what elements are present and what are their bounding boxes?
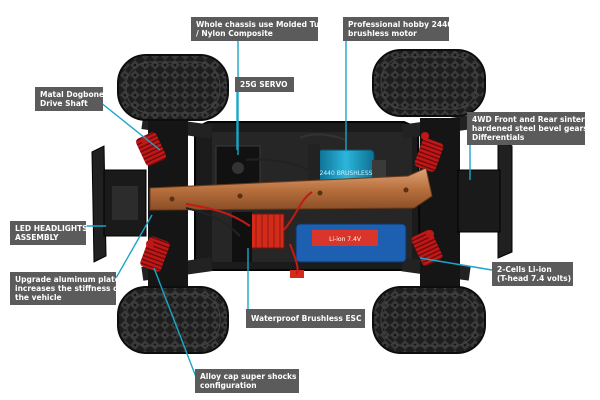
- label-aluminum-plate: Upgrade aluminum plate increases the sti…: [10, 272, 122, 305]
- tire-rear-top: [372, 49, 486, 117]
- label-battery: 2-Cells Li-ion (T-head 7.4 volts): [492, 262, 573, 286]
- label-servo: 25G SERVO: [235, 77, 294, 92]
- tire-rear-bottom: [372, 286, 486, 354]
- aluminum-plate: [149, 167, 433, 211]
- label-servo-line1: 25G SERVO: [240, 80, 288, 89]
- battery-icon: Li-ion 7.4V: [290, 223, 407, 278]
- label-shocks: Alloy cap super shocks configuration: [195, 369, 299, 393]
- esc-heatsink: [232, 212, 285, 262]
- tire-front-top: [117, 54, 229, 121]
- label-esc: Waterproof Brushless ESC: [246, 309, 365, 328]
- label-differentials-line2: hardened steel bevel gears: [472, 124, 588, 133]
- label-motor-line1: Professional hobby 2440: [348, 20, 453, 29]
- label-differentials: 4WD Front and Rear sintered hardened ste…: [467, 112, 596, 145]
- label-shocks-line1: Alloy cap super shocks: [200, 372, 297, 381]
- label-shocks-line2: configuration: [200, 381, 257, 390]
- label-headlights-line2: ASSEMBLY: [15, 233, 59, 242]
- label-differentials-line1: 4WD Front and Rear sintered: [472, 115, 596, 124]
- label-chassis: Whole chassis use Molded Tub / Nylon Com…: [191, 17, 325, 41]
- label-differentials-line3: Differentials: [472, 133, 525, 142]
- label-dogbone-line2: Drive Shaft: [40, 99, 88, 108]
- label-aluminum-plate-line3: the vehicle: [15, 293, 62, 302]
- leader-lines: [85, 40, 493, 378]
- motor-brand-text: 2440 BRUSHLESS: [320, 170, 373, 177]
- spring-icon: [136, 132, 444, 272]
- wiring: [185, 133, 347, 275]
- label-dogbone-line1: Matal Dogbone: [40, 90, 105, 99]
- label-battery-line2: (T-head 7.4 volts): [497, 274, 572, 283]
- label-headlights: LED HEADLIGHTS ASSEMBLY: [10, 221, 88, 245]
- label-chassis-line1: Whole chassis use Molded Tub: [196, 20, 325, 29]
- battery-brand-text: Li-ion 7.4V: [329, 236, 362, 243]
- label-battery-line1: 2-Cells Li-ion: [497, 265, 552, 274]
- tire-front-bottom: [117, 286, 229, 354]
- front-bumper: [91, 145, 147, 263]
- label-motor-line2: brushless motor: [348, 29, 417, 38]
- label-aluminum-plate-line2: increases the stiffness of: [15, 284, 122, 293]
- label-dogbone: Matal Dogbone Drive Shaft: [35, 87, 105, 111]
- label-esc-line1: Waterproof Brushless ESC: [251, 314, 362, 323]
- label-headlights-line1: LED HEADLIGHTS: [15, 224, 88, 233]
- rear-bumper: [457, 139, 513, 259]
- label-motor: Professional hobby 2440 brushless motor: [343, 17, 453, 41]
- label-aluminum-plate-line1: Upgrade aluminum plate: [15, 275, 120, 284]
- label-chassis-line2: / Nylon Composite: [196, 29, 273, 38]
